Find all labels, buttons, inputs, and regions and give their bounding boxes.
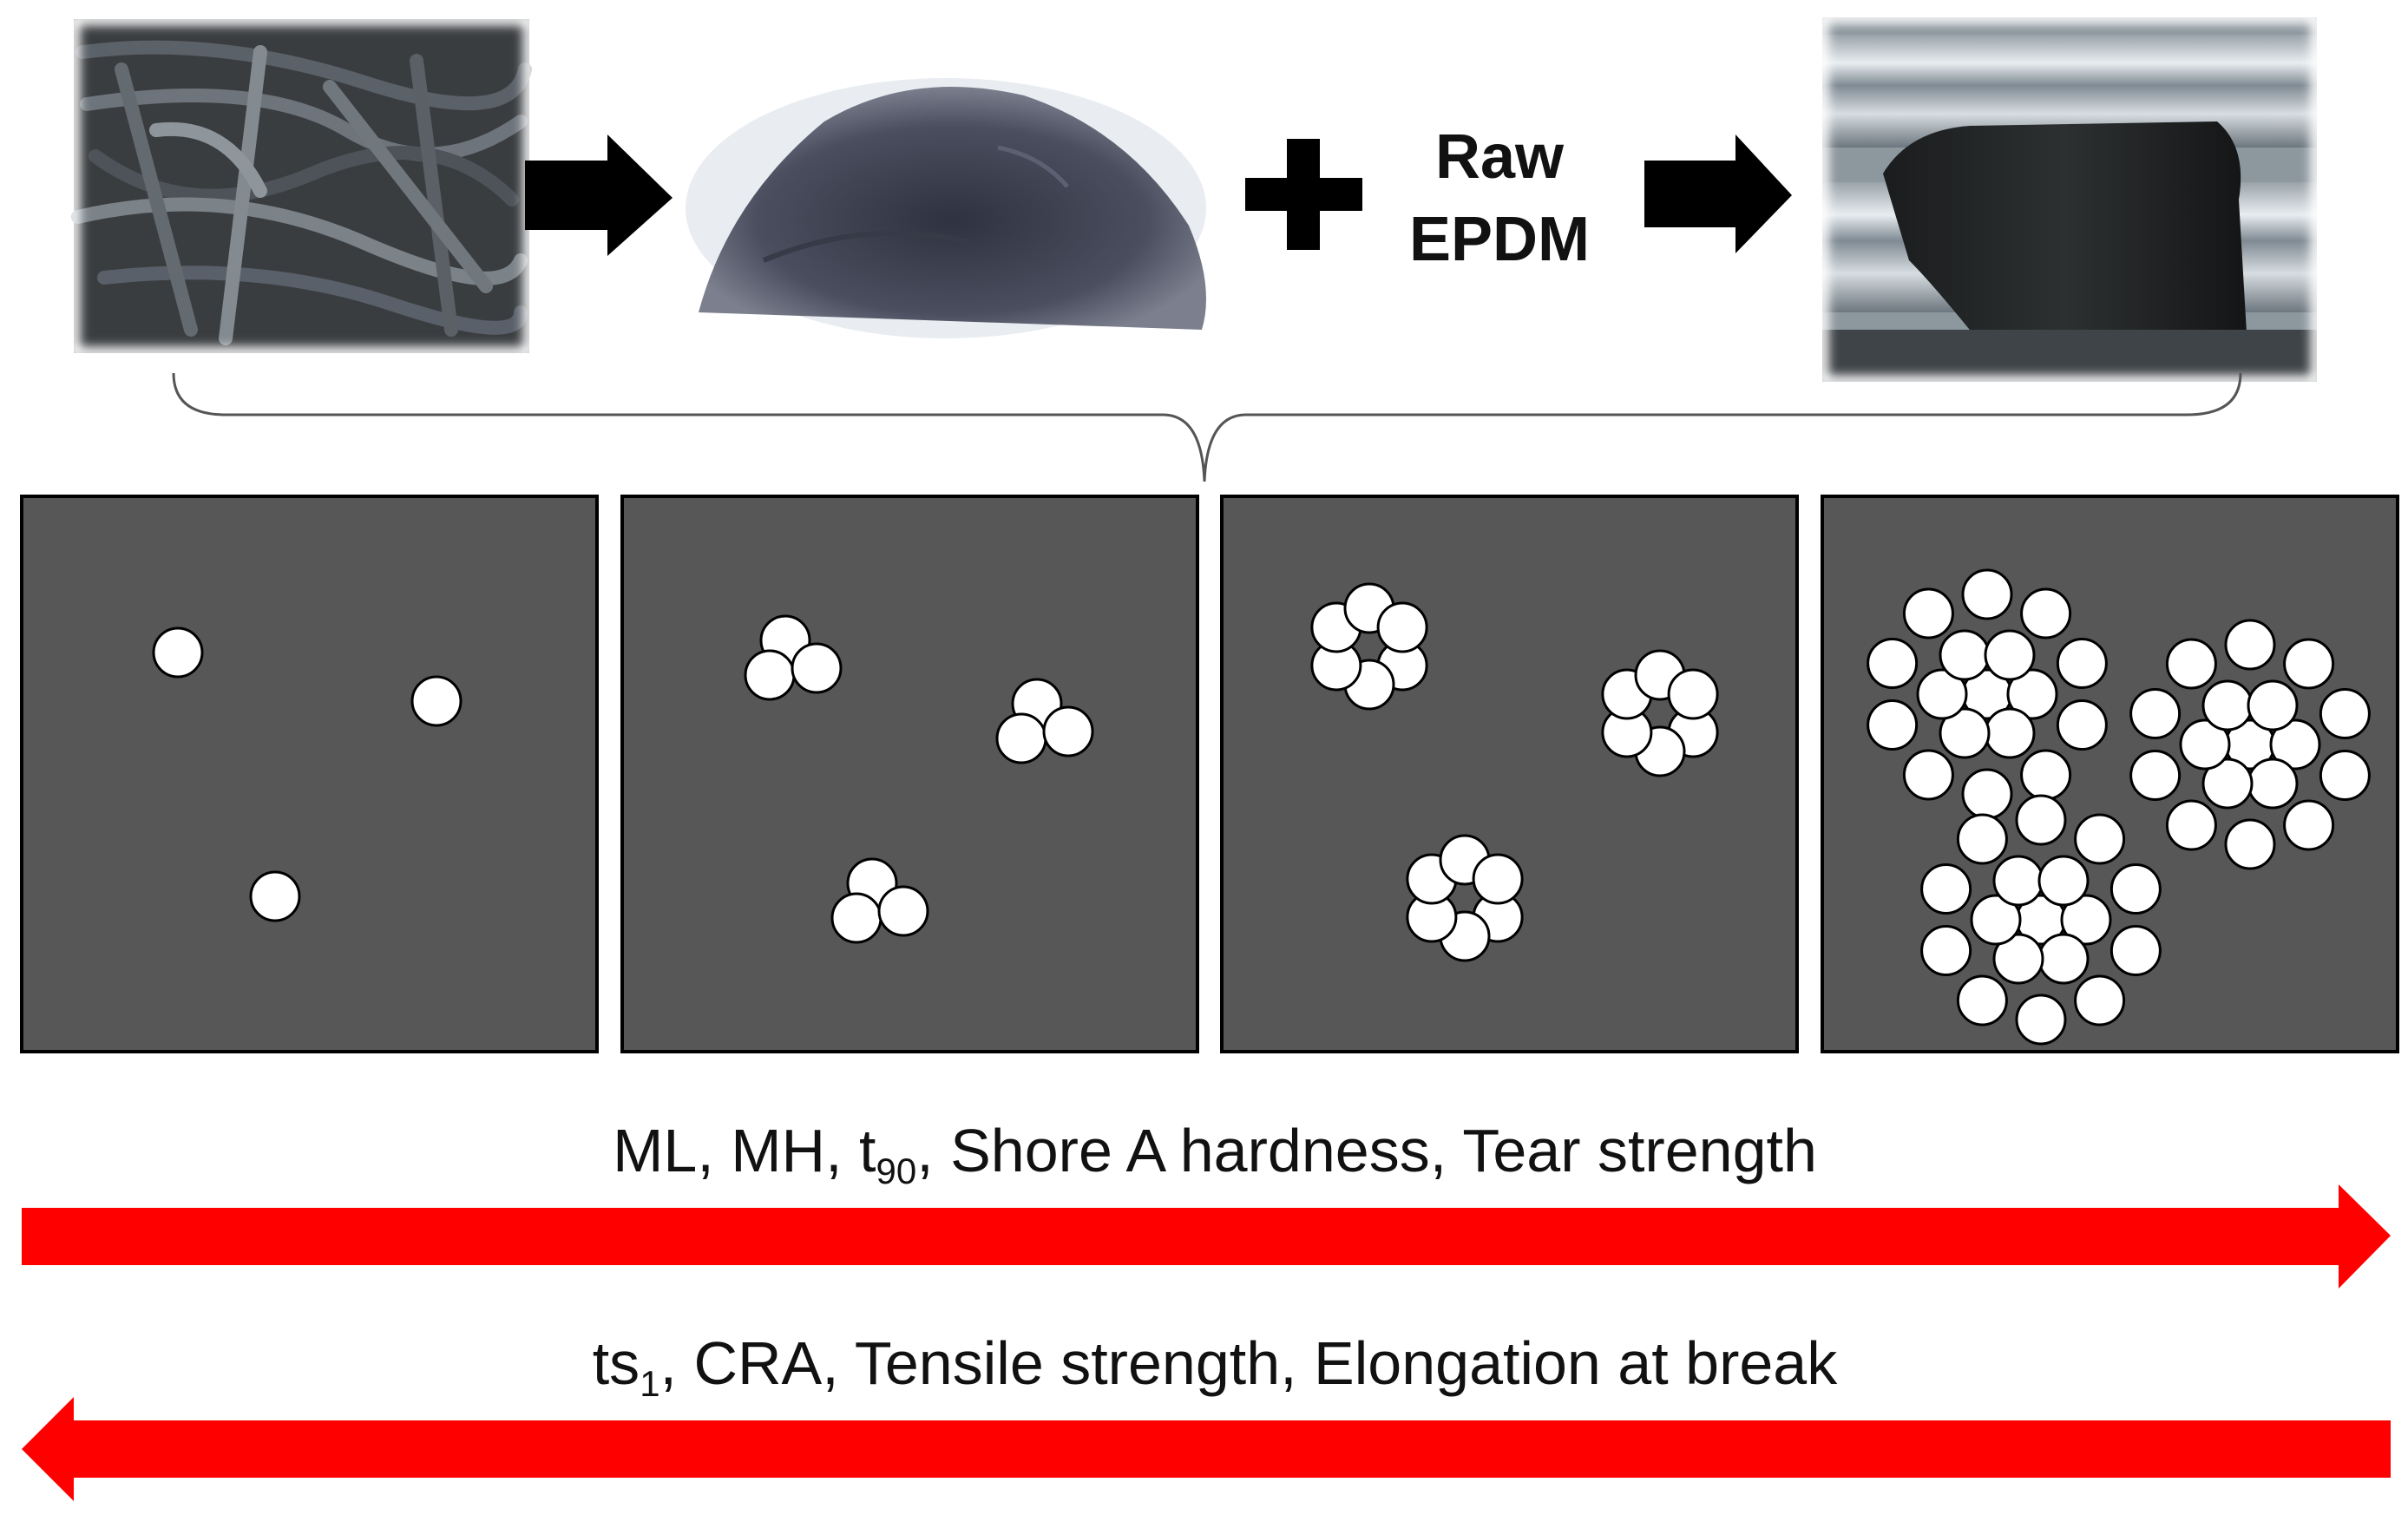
increasing-arrow bbox=[22, 1184, 2391, 1289]
process-arrow-1 bbox=[525, 134, 673, 256]
agglomerate-particle bbox=[2015, 794, 2067, 846]
agglomerate-particle bbox=[2224, 818, 2276, 870]
agglomerate-particle bbox=[2247, 758, 2299, 810]
agglomerate-particle bbox=[1992, 933, 2044, 985]
agglomerate-particle bbox=[2129, 750, 2182, 802]
agglomerate-particle bbox=[2269, 718, 2321, 771]
two-roll-mill-photo bbox=[1816, 11, 2323, 388]
filler-particle bbox=[152, 626, 204, 679]
rubber-powder-photo bbox=[686, 78, 1206, 338]
agglomerate-particle bbox=[1902, 587, 1954, 639]
ring-particle bbox=[1472, 853, 1524, 905]
agglomerate-particle bbox=[1992, 855, 2044, 907]
agglomerate-particle bbox=[1956, 813, 2008, 865]
process-arrow-2 bbox=[1644, 134, 1792, 253]
triplet-particle bbox=[791, 642, 843, 694]
agglomerate-particle bbox=[2037, 855, 2090, 907]
triplet-particle bbox=[877, 885, 929, 937]
triplet-particle bbox=[830, 892, 882, 944]
agglomerate-particle bbox=[1939, 629, 1991, 681]
triplet-particle bbox=[995, 712, 1047, 764]
agglomerate-particle bbox=[2201, 758, 2254, 810]
agglomerate-particle bbox=[1956, 974, 2008, 1026]
agglomerate-particle bbox=[2020, 749, 2072, 801]
agglomerate-particle bbox=[2247, 679, 2299, 731]
triplet-particle bbox=[744, 649, 796, 701]
agglomerate-particle bbox=[2201, 679, 2254, 731]
agglomerate-particle bbox=[2056, 699, 2108, 751]
agglomerate-particle bbox=[2109, 925, 2162, 977]
agglomerate-particle bbox=[1939, 707, 1991, 759]
agglomerate-particle bbox=[1920, 925, 1972, 977]
filler-particles bbox=[152, 568, 2371, 1046]
agglomerate-particle bbox=[2224, 619, 2276, 671]
agglomerate-particle bbox=[1916, 668, 1968, 720]
agglomerate-particle bbox=[2015, 994, 2067, 1046]
filler-particle bbox=[249, 870, 301, 922]
agglomerate-particle bbox=[2074, 974, 2126, 1026]
agglomerate-particle bbox=[1984, 707, 2036, 759]
panel-single-particles bbox=[20, 495, 599, 1053]
grouping-brace bbox=[172, 372, 2242, 482]
ring-particle bbox=[1376, 601, 1428, 653]
raw-label: Raw bbox=[1435, 122, 1565, 192]
agglomerate-particle bbox=[1984, 629, 2036, 681]
agglomerate-particle bbox=[1867, 637, 1919, 689]
epdm-label: EPDM bbox=[1409, 205, 1590, 274]
agglomerate-particle bbox=[1961, 768, 2013, 820]
agglomerate-particle bbox=[2020, 587, 2072, 639]
agglomerate-particle bbox=[2074, 813, 2126, 865]
increasing-properties-label: ML, MH, t90, Shore A hardness, Tear stre… bbox=[613, 1117, 1817, 1191]
panel-ring-clusters bbox=[1220, 495, 1799, 1053]
agglomerate-particle bbox=[2165, 799, 2217, 851]
agglomerate-particle bbox=[2006, 668, 2058, 720]
ring-particle bbox=[1667, 668, 1719, 720]
filler-particle bbox=[410, 675, 463, 727]
panel-triplet-clusters bbox=[620, 495, 1199, 1053]
decreasing-arrow bbox=[22, 1397, 2391, 1501]
agglomerate-particle bbox=[2319, 687, 2371, 739]
triplet-particle bbox=[1042, 705, 1094, 758]
agglomerate-particle bbox=[2037, 933, 2090, 985]
decreasing-properties-label: ts1, CRA, Tensile strength, Elongation a… bbox=[593, 1329, 1839, 1404]
agglomerate-particle bbox=[2283, 638, 2335, 690]
agglomerate-particle bbox=[2319, 750, 2371, 802]
agglomerate-particle bbox=[2109, 862, 2162, 915]
agglomerate-particle bbox=[1961, 568, 2013, 620]
agglomerate-particle bbox=[2179, 718, 2231, 771]
agglomerate-particle bbox=[2165, 638, 2217, 690]
scrap-rubber-photo bbox=[68, 13, 535, 359]
agglomerate-particle bbox=[1867, 699, 1919, 751]
agglomerate-particle bbox=[1902, 749, 1954, 801]
agglomerate-particle bbox=[1970, 894, 2022, 946]
agglomerate-particle bbox=[1920, 862, 1972, 915]
plus-icon bbox=[1245, 139, 1362, 250]
agglomerate-particle bbox=[2283, 799, 2335, 851]
agglomerate-particle bbox=[2060, 894, 2112, 946]
agglomerate-particle bbox=[2056, 637, 2108, 689]
agglomerate-particle bbox=[2129, 687, 2182, 739]
